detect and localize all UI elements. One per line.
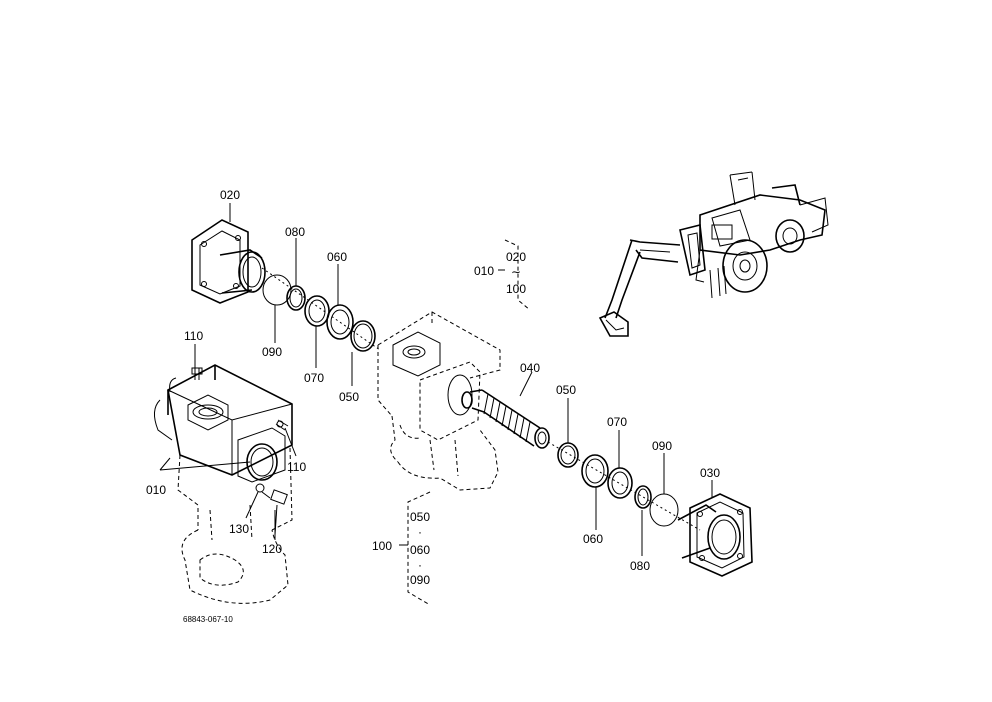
callout-090-right: 090 [652,439,672,453]
callout-060-bottom: 060 [583,532,603,546]
group-100-separator-2: · [418,558,422,572]
callout-080-bottom: 080 [630,559,650,573]
callout-020: 020 [220,188,240,202]
callout-060-top: 060 [327,250,347,264]
center-housing [377,311,501,491]
housing-010-left [154,364,293,604]
o-ring-080-left [286,285,306,311]
callout-070-right: 070 [607,415,627,429]
callout-050-right: 050 [556,383,576,397]
callout-090-left: 090 [262,345,282,359]
ring-050-left [350,320,376,352]
group-100-item-2: 060 [410,543,430,557]
callout-050-left: 050 [339,390,359,404]
group-100-item-3: 090 [410,573,430,587]
group-bracket-100 [399,491,431,606]
group-010-parent: 010 [474,264,494,278]
ring-050-right [557,442,579,468]
callout-010-left: 010 [146,483,166,497]
callout-110-right: 110 [287,460,306,474]
backhoe-tractor-illustration [598,171,829,337]
callout-080-top: 080 [285,225,305,239]
o-ring-080-right [634,485,652,509]
flange-cover-030 [677,493,753,577]
drawing-code: 68843-067-10 [183,615,233,624]
callout-040: 040 [520,361,540,375]
group-010-first: 020 [506,250,526,264]
bellows-boot-040 [461,389,550,449]
callout-130: 130 [229,522,249,536]
callout-070-left: 070 [304,371,324,385]
group-100-parent: 100 [372,539,392,553]
group-100-separator-1: · [418,525,422,539]
callout-120: 120 [262,542,282,556]
seal-060-left [326,304,354,340]
callout-030: 030 [700,466,720,480]
seal-070-right [607,467,633,499]
group-bracket-010 [498,239,531,311]
o-ring-090-right [649,493,679,527]
callout-110-top: 110 [184,329,203,343]
flange-cover-020 [191,219,266,304]
group-010-last: 100 [506,282,526,296]
group-100-item-1: 050 [410,510,430,524]
seal-070-left [304,295,330,327]
group-010-range-mark: ∼ [511,265,521,279]
seal-060-right [581,454,609,488]
o-ring-090-left [262,274,292,306]
